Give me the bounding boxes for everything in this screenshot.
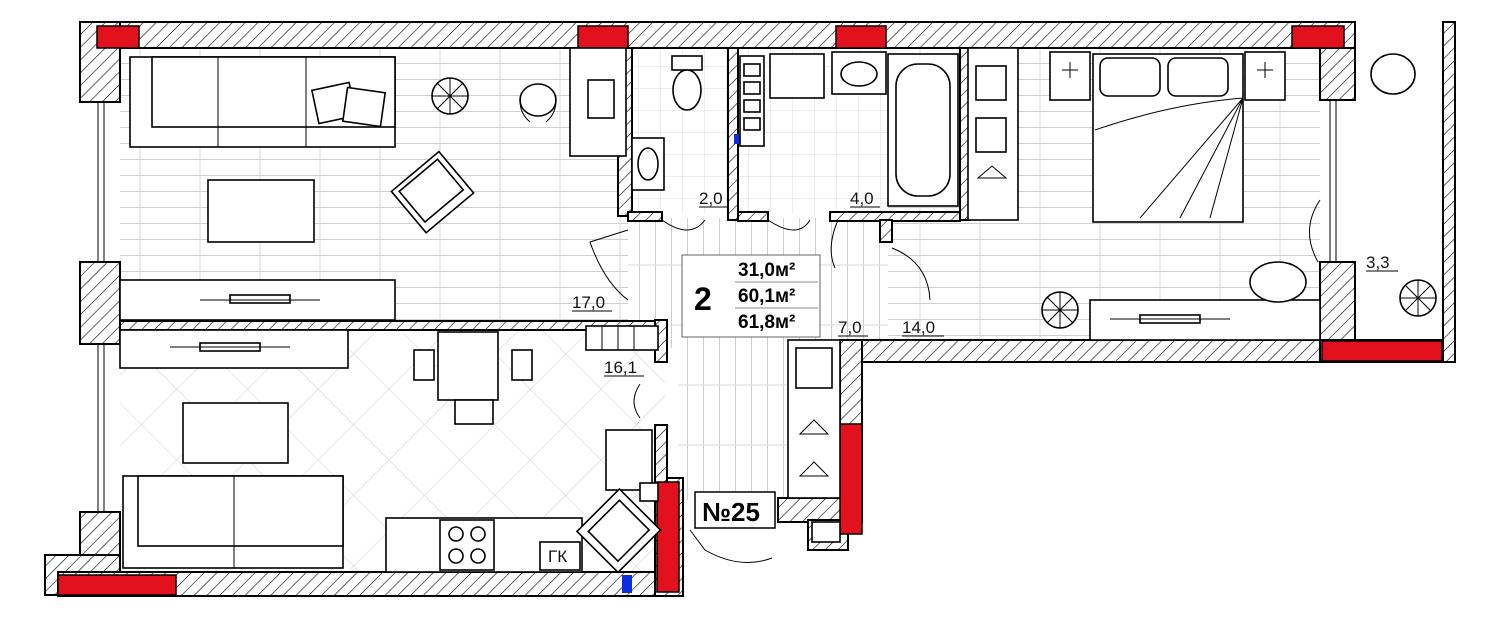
window-kitchen-right	[656, 481, 680, 593]
bedroom-plant-icon	[1041, 291, 1079, 329]
room-area-bedroom: 14,0	[902, 318, 935, 337]
armchair-icon	[390, 150, 475, 234]
svg-text:61,8м²: 61,8м²	[738, 312, 795, 333]
nightstand-left-icon	[1049, 51, 1091, 101]
window-glass-lines	[97, 100, 1337, 512]
monitor-icon	[587, 79, 615, 119]
plant-icon	[431, 77, 469, 115]
window-living-left	[96, 25, 140, 49]
balcony-right-wall	[1442, 21, 1456, 363]
svg-text:60,1м²: 60,1м²	[738, 286, 795, 307]
room-area-bathroom: 4,0	[850, 189, 874, 208]
bath-sink-icon	[831, 51, 887, 95]
left-wall-mid	[79, 261, 121, 345]
riser-marker-kitchen	[622, 575, 632, 593]
bedroom-desk-icon	[1089, 299, 1321, 341]
tv-stand-icon	[119, 279, 396, 321]
kitchen-tv-stand-icon	[119, 329, 349, 369]
sofa-icon	[129, 56, 396, 148]
office-chair-icon	[519, 83, 557, 123]
kitchen-sofa-icon	[122, 475, 344, 569]
kitchen-counter-icon	[385, 429, 662, 574]
window-living-right	[577, 25, 629, 49]
toilet-bottom-wall	[627, 211, 663, 222]
rooms-count: 2	[694, 281, 712, 317]
window-bedroom	[1291, 25, 1345, 49]
balcony-chair-icon	[1370, 53, 1416, 95]
window-bath	[835, 25, 887, 49]
svg-text:31,0м²: 31,0м²	[738, 260, 795, 281]
door-arcs	[589, 199, 1321, 563]
kitchen-inner-wall-2	[654, 424, 668, 484]
interior-wall-living-kitchen	[119, 320, 666, 331]
total-area: 60,1	[738, 286, 775, 307]
riser-box-icon	[585, 325, 659, 351]
hall-wardrobe-icon	[787, 339, 841, 499]
room-area-balcony: 3,3	[1366, 253, 1390, 272]
toilet-sink-icon	[631, 137, 665, 191]
electrical-panel-icon	[811, 521, 841, 543]
lamp-left-icon	[1062, 62, 1078, 78]
room-area-hall: 7,0	[838, 318, 862, 337]
bathtub-icon	[887, 53, 959, 207]
balcony-plant-icon	[1399, 279, 1437, 317]
bath-bottom-wall	[737, 211, 769, 222]
bath-bottom-wall-2	[829, 211, 961, 222]
hall-wardrobe-wall	[879, 219, 893, 243]
apartment-number: №25	[702, 497, 760, 527]
window-kitchen-bottom	[57, 574, 177, 596]
window-hall	[839, 423, 863, 535]
kitchen-label: ГК	[548, 547, 567, 566]
bedroom-right-wall	[1319, 47, 1356, 101]
living-area: 31,0	[738, 260, 775, 281]
hall-floor-lower	[678, 340, 788, 500]
total-area-with-balcony: 61,8	[738, 312, 775, 333]
washing-machine-icon	[769, 53, 825, 99]
bedroom-bottom-wall	[839, 339, 1321, 363]
lamp-right-icon	[1257, 62, 1273, 78]
window-balcony	[1321, 340, 1443, 362]
kitchen-table-icon	[182, 402, 289, 464]
top-wall	[79, 21, 1356, 49]
riser-marker-bath	[734, 134, 742, 144]
wardrobe-icon	[967, 47, 1019, 221]
room-area-toilet: 2,0	[699, 189, 723, 208]
area-values: 31,0м² 60,1м² 61,8м²	[735, 260, 818, 333]
apartment-number-box	[694, 491, 776, 529]
toilet-icon	[671, 55, 703, 111]
coffee-table-icon	[207, 179, 315, 243]
dining-table-icon	[413, 331, 533, 425]
area-info-box	[681, 254, 821, 338]
bed-icon	[1092, 53, 1244, 223]
room-area-kitchen: 16,1	[604, 358, 637, 377]
bedroom-chair-icon	[1249, 261, 1307, 303]
bath-shelves-icon	[739, 55, 765, 147]
area-underlines	[572, 206, 1398, 377]
room-area-living-room: 17,0	[572, 293, 605, 312]
